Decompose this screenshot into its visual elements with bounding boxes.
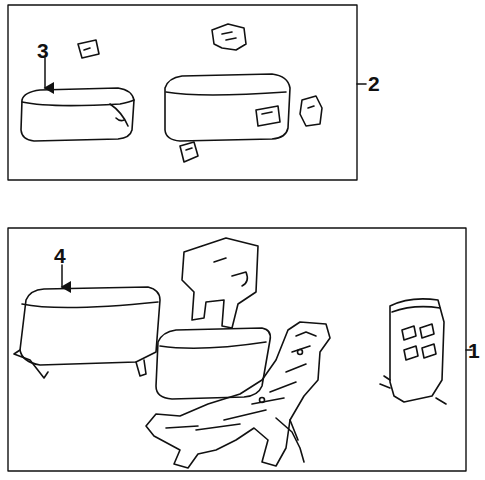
bracket-part	[212, 24, 246, 50]
callout-number: 2	[368, 73, 380, 94]
armrest-pad	[110, 104, 128, 126]
seat-cushion	[156, 328, 270, 399]
callout-number: 3	[37, 40, 49, 61]
armrest-pad	[22, 100, 134, 106]
seat-frame	[298, 350, 303, 355]
seat-cushion	[160, 342, 266, 348]
armrest-cover	[165, 74, 290, 141]
seat-frame	[276, 418, 304, 462]
group-box	[8, 228, 466, 471]
group-box	[8, 5, 357, 180]
side-panel	[380, 376, 446, 404]
clip-part	[180, 142, 198, 162]
console-cover	[22, 302, 158, 308]
seat-frame	[260, 398, 265, 403]
console-cover	[20, 287, 160, 365]
leader-arrow	[61, 265, 63, 287]
back-panel	[182, 238, 258, 328]
armrest-cover	[256, 106, 280, 126]
seat-frame	[166, 332, 316, 430]
callout-number: 1	[468, 340, 480, 361]
callout-number: 4	[54, 245, 66, 266]
armrest-cover	[166, 92, 286, 95]
bracket-line	[357, 83, 366, 85]
clip-part	[78, 40, 99, 58]
console-cover	[14, 350, 146, 378]
armrest-pad	[21, 88, 134, 141]
side-panel	[392, 307, 440, 312]
seat-frame	[146, 322, 330, 468]
side-panel	[390, 299, 444, 402]
side-panel	[402, 324, 436, 360]
clip-part	[300, 96, 322, 126]
back-panel	[214, 258, 247, 286]
leader-arrow	[44, 58, 46, 88]
